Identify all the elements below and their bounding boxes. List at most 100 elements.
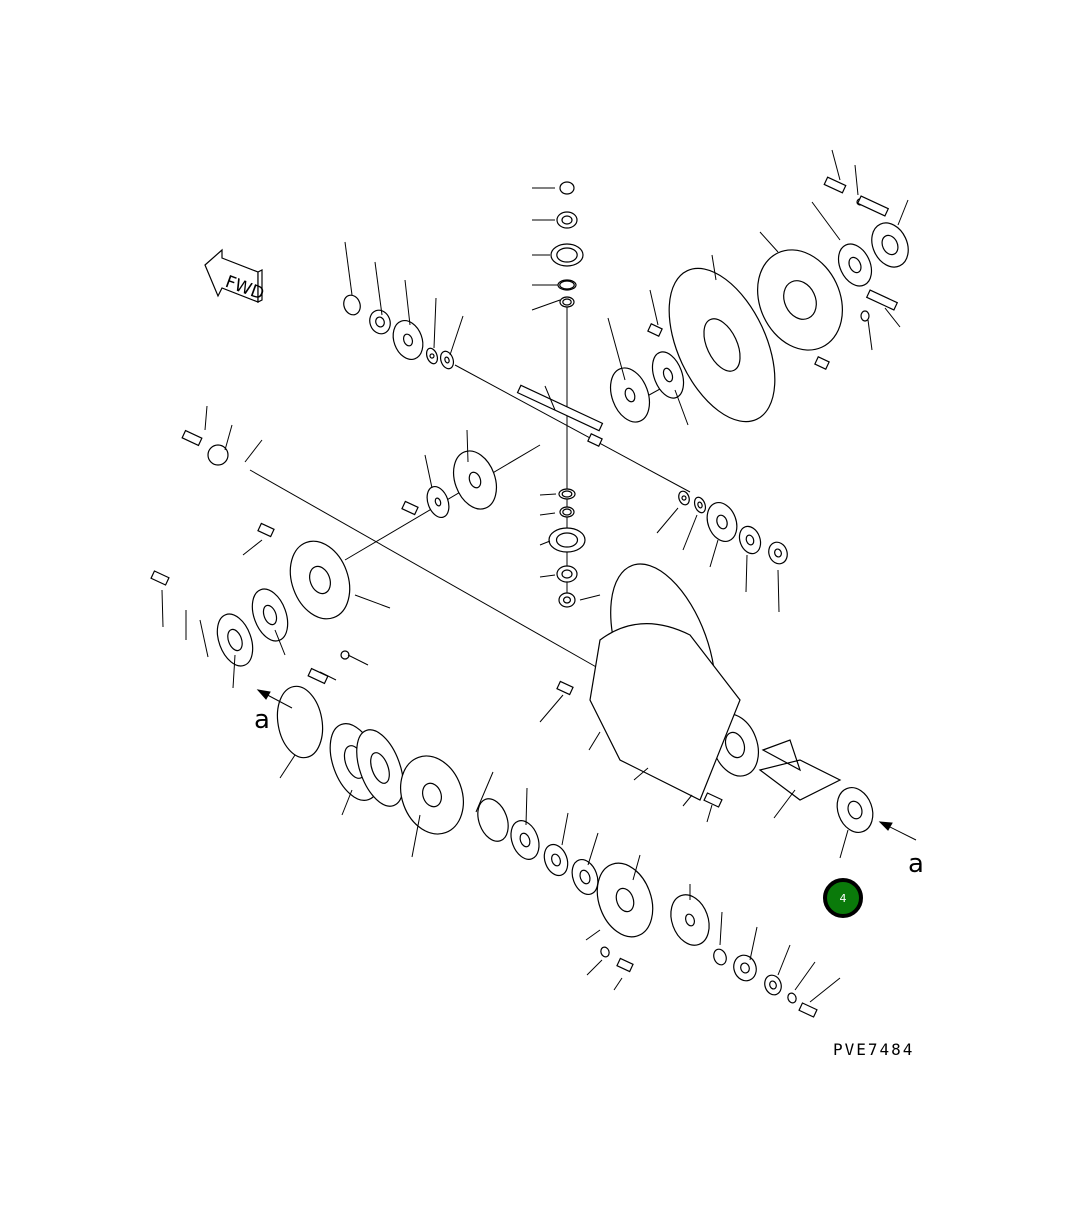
leader-line-19 bbox=[867, 319, 873, 351]
part-10 bbox=[439, 350, 455, 370]
leader-line-15 bbox=[811, 201, 841, 241]
part-48 bbox=[764, 974, 782, 996]
part-51 bbox=[340, 650, 350, 660]
leader-line-67 bbox=[749, 926, 758, 961]
part-30 bbox=[251, 588, 289, 642]
part-50 bbox=[600, 946, 610, 958]
leader-line-46 bbox=[777, 569, 780, 613]
leader-line-43 bbox=[682, 514, 698, 551]
leader-line-45 bbox=[745, 554, 748, 593]
leader-line-63 bbox=[586, 959, 603, 976]
part-38 bbox=[510, 820, 540, 860]
leader-line-29 bbox=[354, 594, 391, 609]
part-15 bbox=[837, 243, 873, 287]
part-13 bbox=[668, 267, 776, 423]
bolt-7 bbox=[798, 1002, 818, 1018]
leader-line-22 bbox=[544, 385, 556, 411]
leader-line-44 bbox=[709, 539, 719, 568]
part-2 bbox=[556, 211, 578, 229]
leader-line-7 bbox=[374, 261, 383, 316]
leader-line-68 bbox=[777, 944, 791, 976]
part-21 bbox=[548, 527, 586, 553]
part-32 bbox=[207, 444, 229, 466]
leader-line-14 bbox=[759, 231, 779, 253]
parts-group bbox=[150, 176, 909, 1018]
bolt-14 bbox=[814, 356, 830, 370]
bolt-16 bbox=[587, 433, 603, 447]
leader-line-11 bbox=[607, 317, 626, 381]
leader-line-57 bbox=[561, 812, 569, 846]
leader-line-53 bbox=[341, 789, 353, 816]
part-8 bbox=[392, 320, 424, 360]
pinion-shaft bbox=[758, 739, 842, 801]
leader-line-26 bbox=[224, 424, 233, 451]
view-arrow-left bbox=[256, 689, 293, 709]
leader-line-16 bbox=[831, 149, 841, 181]
leader-line-21 bbox=[674, 389, 689, 426]
leader-line-41 bbox=[579, 594, 601, 601]
bolt-5 bbox=[703, 792, 723, 808]
part-11 bbox=[609, 367, 651, 423]
leader-line-56 bbox=[525, 787, 528, 826]
bolt-9 bbox=[856, 195, 890, 217]
part-27 bbox=[738, 525, 762, 555]
leader-line-37 bbox=[539, 493, 557, 496]
part-19 bbox=[558, 488, 576, 500]
leader-line-10 bbox=[449, 315, 464, 356]
leader-line-69 bbox=[794, 961, 816, 991]
leader-line-60 bbox=[773, 789, 796, 819]
part-7 bbox=[369, 309, 391, 335]
leader-line-51 bbox=[706, 804, 713, 823]
part-28 bbox=[768, 541, 788, 565]
leader-line-34 bbox=[274, 629, 286, 656]
part-9 bbox=[425, 347, 439, 365]
part-12 bbox=[651, 351, 685, 399]
part-1 bbox=[559, 181, 575, 195]
leader-line-17 bbox=[854, 164, 859, 196]
axle-housing bbox=[589, 623, 741, 801]
leader-line-36 bbox=[319, 671, 337, 681]
part-41 bbox=[596, 862, 654, 938]
part-26 bbox=[706, 502, 738, 542]
bolt-3 bbox=[150, 570, 170, 586]
leader-line-12 bbox=[649, 289, 659, 326]
part-18 bbox=[426, 485, 450, 519]
leader-line-48 bbox=[588, 731, 601, 751]
leader-line-24 bbox=[424, 454, 433, 489]
leader-line-33 bbox=[232, 654, 236, 689]
bolt-13 bbox=[647, 323, 663, 337]
part-24 bbox=[678, 490, 690, 506]
leader-line-9 bbox=[433, 297, 437, 349]
leader-line-39 bbox=[539, 540, 551, 546]
leader-line-58 bbox=[587, 832, 599, 866]
drawing-code: PVE7484 bbox=[833, 1040, 914, 1059]
part-44 bbox=[836, 787, 874, 833]
part-25 bbox=[693, 496, 707, 514]
leader-line-61 bbox=[839, 829, 849, 859]
part-31 bbox=[216, 613, 254, 667]
bolt-10 bbox=[401, 500, 419, 516]
leader-line-30 bbox=[161, 589, 164, 628]
leader-line-54 bbox=[411, 814, 421, 858]
part-29 bbox=[289, 540, 351, 620]
leader-line-38 bbox=[539, 512, 556, 516]
part-33 bbox=[276, 685, 324, 759]
bolt-8 bbox=[865, 289, 899, 311]
bolt-2 bbox=[181, 429, 203, 447]
leader-line-42 bbox=[656, 507, 679, 534]
leader-lines bbox=[161, 149, 909, 1003]
bolt-4 bbox=[307, 667, 329, 685]
part-45 bbox=[670, 894, 710, 946]
page-badge[interactable]: 4 bbox=[823, 878, 863, 918]
leader-line-25 bbox=[204, 405, 208, 431]
part-4 bbox=[557, 279, 577, 291]
fwd-arrow-icon: FWD bbox=[204, 248, 267, 304]
leader-line-23 bbox=[466, 429, 469, 463]
part-46 bbox=[713, 948, 727, 966]
part-49 bbox=[787, 992, 797, 1004]
leader-line-18 bbox=[897, 199, 909, 226]
leader-line-28 bbox=[242, 539, 263, 556]
leader-line-52 bbox=[279, 754, 296, 779]
bolt-12 bbox=[556, 680, 574, 696]
